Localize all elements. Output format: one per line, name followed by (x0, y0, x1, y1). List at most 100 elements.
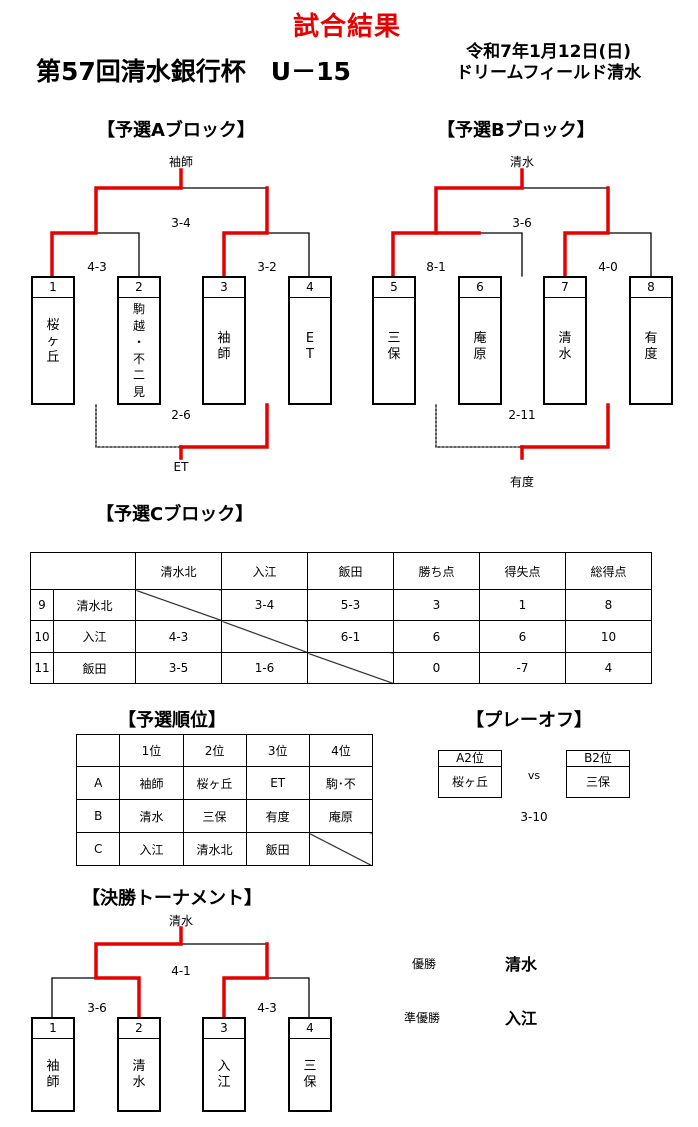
team-box: 4 三保 (288, 1017, 332, 1112)
team-name: 三保 (387, 331, 401, 362)
team-number: 2 (119, 278, 159, 298)
team-box: 2 清水 (117, 1017, 161, 1112)
table-cell: 三保 (182, 799, 247, 833)
team-name: 入江 (217, 1059, 231, 1090)
diagonal-cell (307, 652, 394, 684)
playoff-vs: vs (527, 769, 541, 782)
team-name: 袖師 (46, 1059, 60, 1090)
playoff-score: 3-10 (520, 810, 548, 824)
table-cell: ET (245, 766, 310, 800)
table-cell: 桜ヶ丘 (182, 766, 247, 800)
match-venue: ドリームフィールド清水 (456, 63, 642, 83)
col-header: 入江 (221, 552, 308, 590)
team-number: 2 (119, 1019, 159, 1039)
row-number: 10 (30, 620, 54, 653)
table-cell: 4-3 (135, 620, 222, 653)
playoff-left-label: A2位 (439, 751, 501, 767)
champion-team: 清水 (505, 955, 538, 974)
team-number: 6 (460, 278, 500, 298)
playoff-right-box: B2位 三保 (566, 750, 630, 798)
table-cell: 0 (393, 652, 480, 684)
col-header: 飯田 (307, 552, 394, 590)
col-header: 2位 (182, 734, 247, 767)
team-number: 7 (545, 278, 585, 298)
team-name: 袖師 (217, 331, 231, 362)
team-box: 1 桜ヶ丘 (31, 276, 75, 405)
results-heading: 試合結果 (293, 12, 402, 42)
team-box: 6 庵原 (458, 276, 502, 405)
tournament-title: 第57回清水銀行杯 U－15 (36, 57, 351, 86)
table-cell: 6-1 (307, 620, 394, 653)
date-venue: 令和7年1月12日(日) ドリームフィールド清水 (456, 42, 641, 84)
block-c-table: 清水北 入江 飯田 勝ち点 得失点 総得点 9 清水北 3-4 5-3 3 1 … (30, 552, 652, 684)
col-header: 清水北 (135, 552, 222, 590)
col-header: 4位 (308, 734, 374, 767)
block-a-third-score: 2-6 (171, 408, 191, 422)
final-semi1-score: 3-6 (87, 1001, 107, 1015)
team-number: 1 (33, 278, 73, 298)
table-cell: 8 (565, 589, 652, 621)
team-box: 2 駒越・不二見 (117, 276, 161, 405)
table-cell: 3 (393, 589, 480, 621)
team-number: 4 (290, 1019, 330, 1039)
table-cell: 6 (393, 620, 480, 653)
team-number: 3 (204, 278, 244, 298)
table-cell: 袖師 (119, 766, 184, 800)
row-team: 飯田 (53, 652, 136, 684)
row-block: A (75, 766, 121, 800)
team-name: 清水 (558, 331, 572, 362)
col-header: 得失点 (479, 552, 566, 590)
runnerup-team: 入江 (505, 1009, 538, 1028)
table-cell: -7 (479, 652, 566, 684)
team-number: 5 (374, 278, 414, 298)
table-cell: 5-3 (307, 589, 394, 621)
team-name: 三保 (303, 1059, 317, 1090)
team-box: 1 袖師 (31, 1017, 75, 1112)
playoff-left-box: A2位 桜ヶ丘 (438, 750, 502, 798)
block-a-semi2-score: 3-2 (257, 260, 277, 274)
team-number: 8 (631, 278, 671, 298)
col-header: 勝ち点 (393, 552, 480, 590)
table-cell: 10 (565, 620, 652, 653)
table-cell: 4 (565, 652, 652, 684)
table-row: 11 飯田 3-5 1-6 0 -7 4 (30, 652, 652, 684)
table-row: B 清水 三保 有度 庵原 (75, 799, 374, 833)
team-number: 4 (290, 278, 330, 298)
block-a-final-score: 3-4 (171, 216, 191, 230)
row-team: 入江 (53, 620, 136, 653)
team-box: 3 袖師 (202, 276, 246, 405)
row-block: B (75, 799, 121, 833)
playoff-left-team: 桜ヶ丘 (451, 775, 488, 789)
block-b-final-score: 3-6 (512, 216, 532, 230)
team-name: 有度 (644, 331, 658, 362)
team-name: 庵原 (473, 331, 487, 362)
table-row: 10 入江 4-3 6-1 6 6 10 (30, 620, 652, 653)
team-number: 1 (33, 1019, 73, 1039)
block-a-winner: 袖師 (168, 155, 193, 169)
table-row: 9 清水北 3-4 5-3 3 1 8 (30, 589, 652, 621)
team-box: 5 三保 (372, 276, 416, 405)
team-box: 8 有度 (629, 276, 673, 405)
col-header: 総得点 (565, 552, 652, 590)
team-box: 3 入江 (202, 1017, 246, 1112)
block-b-semi1-score: 8-1 (426, 260, 446, 274)
block-a-third-winner: ET (173, 460, 189, 474)
row-block: C (75, 832, 121, 866)
team-name: 清水 (132, 1059, 146, 1090)
block-a-semi1-score: 4-3 (87, 260, 107, 274)
playoff-title: 【プレーオフ】 (466, 710, 592, 731)
runnerup-label: 準優勝 (404, 1011, 441, 1025)
rankings-table: 1位 2位 3位 4位 A 袖師 桜ヶ丘 ET 駒･不 B 清水 三保 有度 庵… (75, 734, 374, 866)
table-row: A 袖師 桜ヶ丘 ET 駒･不 (75, 766, 374, 800)
row-number: 9 (30, 589, 54, 621)
diagonal-cell (221, 620, 308, 653)
table-cell: 清水 (119, 799, 184, 833)
block-b-third-winner: 有度 (509, 475, 534, 489)
block-c-title: 【予選Cブロック】 (96, 504, 254, 525)
final-title: 【決勝トーナメント】 (82, 888, 262, 909)
team-name: 桜ヶ丘 (46, 318, 60, 365)
col-header: 3位 (245, 734, 310, 767)
match-date: 令和7年1月12日(日) (466, 42, 631, 62)
